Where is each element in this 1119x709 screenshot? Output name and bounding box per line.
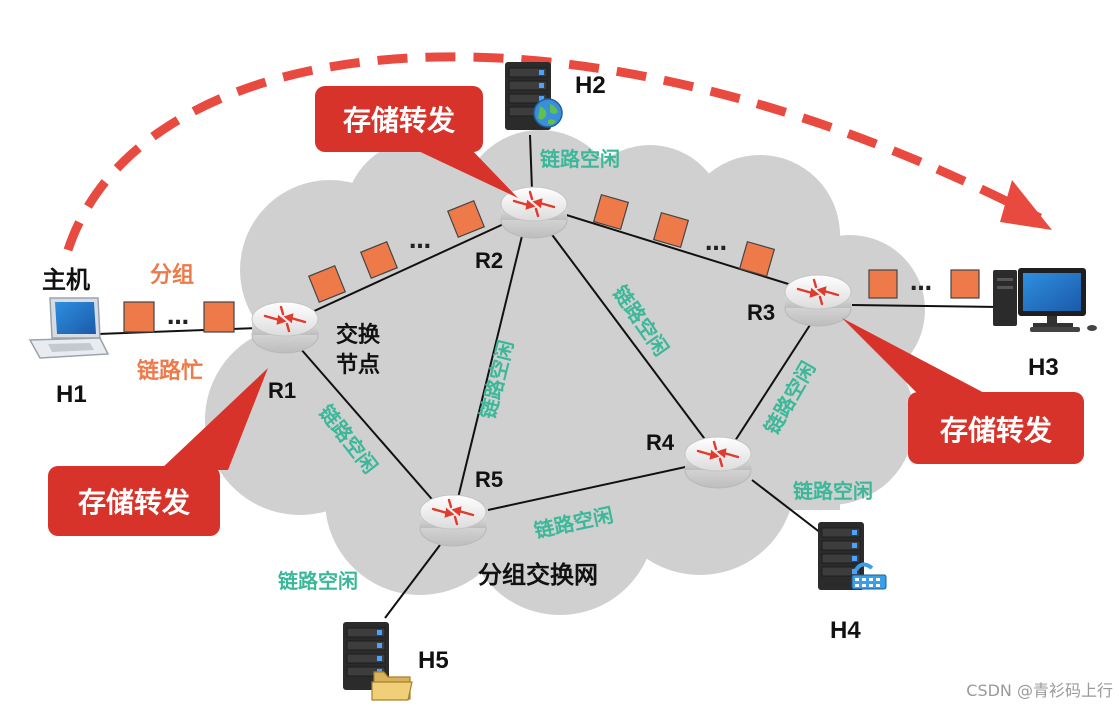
- link-r5-h5: [384, 544, 441, 619]
- link-busy-label: 链路忙: [137, 358, 203, 384]
- link-r2-r3: [559, 212, 799, 288]
- link-r2-r5: [457, 235, 523, 499]
- ellipsis-h1: …: [167, 305, 189, 330]
- router-label-r3: R3: [747, 300, 775, 325]
- router-icon: [783, 273, 853, 328]
- switch-node-label-line2: 节点: [336, 352, 380, 378]
- watermark: CSDN @青衫码上行: [966, 681, 1113, 700]
- link-idle-label-h2: 链路空闲: [540, 147, 620, 171]
- network-name-label: 分组交换网: [478, 561, 598, 589]
- packets-r1-r2: [307, 199, 486, 304]
- switch-node-label-line1: 交换: [336, 322, 381, 348]
- link-r3-r4: [732, 324, 811, 445]
- forward-path-arc: [63, 52, 1043, 252]
- router-icon: [250, 300, 320, 355]
- packets-r3-h3: [868, 269, 980, 299]
- packet-word-label: 分组: [150, 262, 194, 288]
- link-idle-label-r5-h5: 链路空闲: [278, 569, 358, 593]
- packets-h1-r1: [123, 301, 235, 333]
- link-idle-label-r4-h4: 链路空闲: [793, 479, 873, 503]
- svg-text:存储转发: 存储转发: [343, 104, 455, 137]
- link-r2-r4: [549, 231, 708, 443]
- film-reel-icon: [851, 562, 887, 590]
- link-r2-h2: [529, 134, 533, 191]
- link-r4-h4: [751, 479, 831, 541]
- host-label-h4: H4: [830, 617, 861, 644]
- host-word-label: 主机: [42, 266, 90, 294]
- ellipsis-r2-r3: …: [705, 231, 727, 256]
- host-label-h1: H1: [56, 381, 87, 408]
- callout-store-forward-r1: 存储转发: [48, 368, 268, 536]
- router-label-r4: R4: [646, 430, 675, 455]
- link-r1-r5: [299, 347, 438, 506]
- host-label-h3: H3: [1028, 354, 1059, 381]
- folder-icon: [371, 671, 413, 701]
- link-r1-r2: [311, 221, 509, 313]
- router-label-r5: R5: [475, 467, 503, 492]
- packets-r2-r3: [592, 193, 776, 278]
- ellipsis-r1-r2: …: [409, 229, 431, 254]
- host-label-h5: H5: [418, 647, 449, 674]
- arc-arrowhead: [1000, 180, 1052, 230]
- svg-text:存储转发: 存储转发: [940, 414, 1052, 447]
- link-r5-r4: [487, 465, 691, 511]
- link-r3-h3: [851, 304, 1001, 308]
- callout-store-forward-r3: 存储转发: [842, 318, 1084, 464]
- laptop-icon: [28, 297, 110, 359]
- router-label-r1: R1: [268, 378, 296, 403]
- router-icon: [683, 435, 753, 490]
- svg-text:存储转发: 存储转发: [78, 486, 190, 519]
- ellipsis-r3-h3: …: [910, 271, 932, 296]
- desktop-computer-icon: [993, 268, 1097, 332]
- host-label-h2: H2: [575, 72, 606, 99]
- router-icon: [418, 493, 488, 548]
- callout-store-forward-r2: 存储转发: [315, 86, 518, 198]
- router-label-r2: R2: [475, 248, 503, 273]
- globe-icon: [533, 98, 563, 128]
